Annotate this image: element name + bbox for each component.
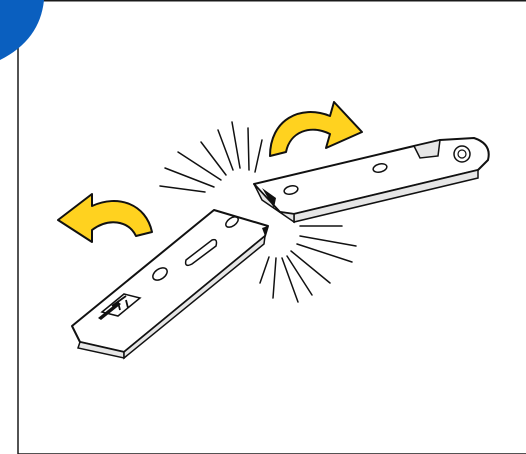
test-device-left-piece (72, 210, 268, 358)
test-device-right-piece (254, 138, 489, 222)
curved-arrow-left-icon (58, 194, 152, 242)
curved-arrow-right-icon (270, 102, 362, 156)
snap-burst-lines-bottom (260, 226, 356, 302)
snap-burst-lines-top (160, 122, 262, 192)
corner-badge-icon (0, 0, 44, 60)
